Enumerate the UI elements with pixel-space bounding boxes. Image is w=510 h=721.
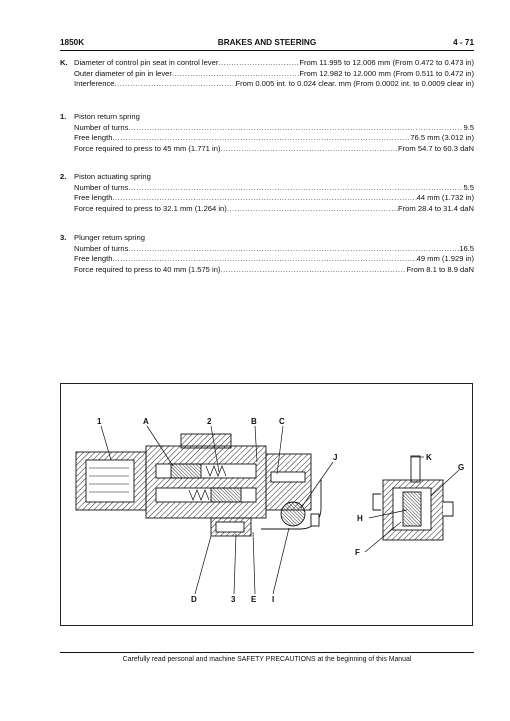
- spec-row: Force required to press to 32.1 mm (1.26…: [74, 204, 474, 215]
- spring-1: 1. Piston return spring Number of turns 9…: [60, 112, 474, 154]
- leader-dots: [172, 69, 299, 80]
- spec-row: Force required to press to 40 mm (1.575 …: [74, 265, 474, 276]
- spec-row: Force required to press to 45 mm (1.771 …: [74, 144, 474, 155]
- callout-d: D: [191, 595, 197, 604]
- spring-title: Piston actuating spring: [74, 172, 151, 181]
- spec-value: 5.5: [463, 182, 474, 192]
- spec-value: From 11.995 to 12.006 mm (From 0.472 to …: [299, 58, 474, 67]
- model-name: 1850K: [60, 38, 85, 47]
- spring-label: 1.: [60, 112, 67, 121]
- callout-labels: 1 A 2 B C J K G H F D 3 E I: [97, 417, 464, 604]
- callout-2: 2: [207, 417, 212, 426]
- leader-dots: [115, 79, 236, 90]
- spec-value: 76.5 mm (3.012 in): [410, 133, 474, 143]
- spec-k: K. Diameter of control pin seat in contr…: [60, 58, 474, 90]
- spring-2: 2. Piston actuating spring Number of tur…: [60, 172, 474, 214]
- spec-row: Free length 49 mm (1.929 in): [74, 254, 474, 265]
- spec-key: Diameter of control pin seat in control …: [74, 58, 219, 67]
- spring-3: 3. Plunger return spring Number of turns…: [60, 233, 474, 275]
- side-section: [372, 455, 454, 541]
- spec-row: Diameter of control pin seat in control …: [74, 58, 474, 69]
- page-header: 1850K BRAKES AND STEERING 4 - 71: [60, 38, 474, 52]
- valve-drawing: 1 A 2 B C J K G H F D 3 E I: [75, 417, 464, 604]
- callout-b: B: [251, 417, 257, 426]
- spec-value: From 12.982 to 12.000 mm (From 0.511 to …: [299, 68, 474, 78]
- spec-k-label: K.: [60, 58, 68, 67]
- callout-c: C: [279, 417, 285, 426]
- section-title: BRAKES AND STEERING: [217, 38, 317, 47]
- spec-key: Outer diameter of pin in lever: [74, 68, 172, 78]
- leader-dots: [218, 58, 299, 69]
- callout-f: F: [355, 548, 360, 557]
- leader-dots: [128, 123, 463, 134]
- spec-key: Interference: [74, 79, 115, 89]
- spec-key: Number of turns: [74, 122, 129, 132]
- spec-value: From 54.7 to 60.3 daN: [398, 143, 474, 153]
- spec-row: Interference From 0.005 int. to 0.024 cle…: [74, 79, 474, 90]
- page-number: 4 - 71: [453, 38, 474, 47]
- callout-g: G: [458, 463, 464, 472]
- spec-row: Number of turns 16.5: [74, 244, 474, 255]
- spec-key: Number of turns: [74, 243, 129, 253]
- spec-value: 49 mm (1.929 in): [416, 254, 474, 264]
- spec-value: From 28.4 to 31.4 daN: [398, 203, 474, 213]
- callout-1: 1: [97, 417, 102, 426]
- spec-row: Number of turns 9.5: [74, 123, 474, 134]
- spring-title: Plunger return spring: [74, 233, 145, 242]
- leader-dots: [128, 244, 459, 255]
- spec-row: Free length 44 mm (1.732 in): [74, 193, 474, 204]
- spring-title: Piston return spring: [74, 112, 140, 121]
- spec-key: Force required to press to 45 mm (1.771 …: [74, 143, 221, 153]
- main-valve-section: [75, 433, 322, 537]
- spring-label: 2.: [60, 172, 67, 181]
- leader-lines: [100, 425, 460, 595]
- callout-3: 3: [231, 595, 236, 604]
- leader-dots: [112, 133, 410, 144]
- spec-key: Force required to press to 32.1 mm (1.26…: [74, 203, 227, 213]
- leader-dots: [112, 254, 416, 265]
- spec-value: 16.5: [459, 243, 474, 253]
- spec-row: Outer diameter of pin in lever From 12.98…: [74, 69, 474, 80]
- spec-value: From 0.005 int. to 0.024 clear. mm (From…: [235, 79, 474, 89]
- leader-dots: [227, 204, 398, 215]
- callout-e: E: [251, 595, 257, 604]
- spec-value: From 8.1 to 8.9 daN: [406, 264, 474, 274]
- spec-key: Force required to press to 40 mm (1.575 …: [74, 264, 221, 274]
- leader-dots: [112, 193, 416, 204]
- spec-key: Free length: [74, 254, 113, 264]
- footer-rule: [60, 652, 474, 653]
- spec-row: Number of turns 5.5: [74, 183, 474, 194]
- spec-key: Free length: [74, 193, 113, 203]
- spec-value: 44 mm (1.732 in): [416, 193, 474, 203]
- callout-k: K: [426, 453, 432, 462]
- callout-h: H: [357, 514, 363, 523]
- spec-row: Free length 76.5 mm (3.012 in): [74, 133, 474, 144]
- spring-label: 3.: [60, 233, 67, 242]
- leader-dots: [128, 183, 463, 194]
- leader-dots: [220, 144, 398, 155]
- callout-i: I: [272, 595, 274, 604]
- spec-key: Number of turns: [74, 182, 129, 192]
- valve-figure: 1 A 2 B C J K G H F D 3 E I: [60, 383, 473, 626]
- header-rule: [60, 50, 474, 51]
- footer-note: Carefully read personal and machine SAFE…: [122, 656, 412, 663]
- callout-a: A: [143, 417, 149, 426]
- spec-value: 9.5: [463, 122, 474, 132]
- leader-dots: [220, 265, 406, 276]
- spec-key: Free length: [74, 133, 113, 143]
- callout-j: J: [333, 453, 337, 462]
